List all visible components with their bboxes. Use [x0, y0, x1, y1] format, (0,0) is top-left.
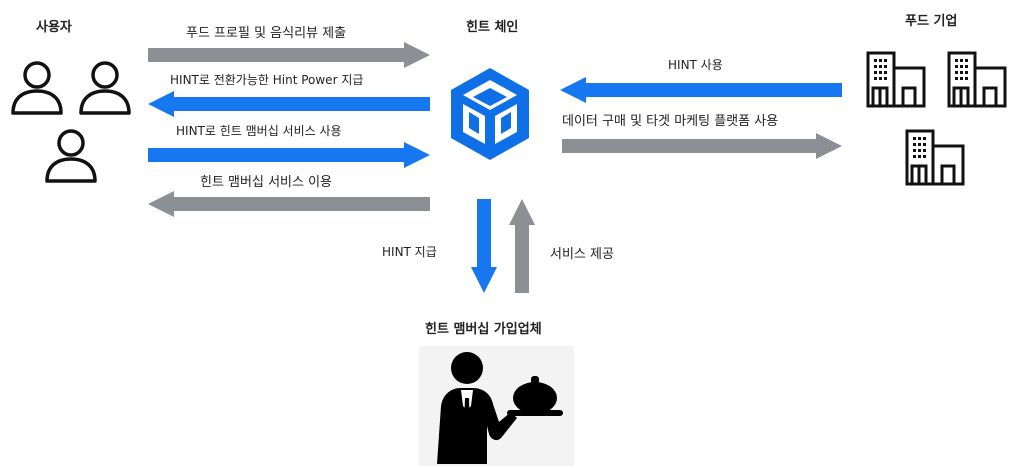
arrow-company-to-chain: [560, 77, 842, 103]
arrow-chain-to-user-service: [148, 191, 430, 217]
blockchain-cube-icon: [451, 68, 529, 160]
label-service-provide: 서비스 제공: [550, 247, 614, 262]
arrow-chain-to-business: [471, 199, 497, 293]
arrow-user-to-chain-profile: [148, 42, 430, 68]
label-hint-use: HINT 사용: [668, 58, 723, 72]
arrow-chain-to-user-power: [148, 91, 430, 117]
label-hint-power: HINT로 전환가능한 Hint Power 지급: [170, 73, 364, 87]
label-membership-service: 힌트 맴버십 서비스 이용: [200, 175, 332, 190]
arrow-user-to-chain-membership: [148, 142, 430, 168]
label-membership-use: HINT로 힌트 맴버십 서비스 사용: [176, 124, 342, 138]
label-hint-pay: HINT 지급: [382, 245, 437, 259]
users-title: 사용자: [36, 20, 72, 35]
building-icon: [905, 129, 965, 186]
building-icon: [947, 51, 1007, 108]
label-data-purchase: 데이터 구매 및 타겟 마케팅 플랫폼 사용: [562, 114, 779, 129]
arrow-chain-to-company: [562, 133, 842, 159]
user-icon: [45, 129, 97, 183]
waiter-serving-icon: [419, 346, 574, 466]
user-icon: [11, 61, 63, 115]
building-icon: [866, 51, 926, 108]
label-profile-submit: 푸드 프로필 및 음식리뷰 제출: [186, 26, 347, 41]
arrow-business-to-chain: [509, 199, 535, 293]
food-company-title: 푸드 기업: [905, 14, 958, 29]
hint-chain-title: 힌트 체인: [466, 20, 519, 35]
member-business-title: 힌트 맴버십 가입업체: [425, 322, 542, 337]
user-icon: [79, 61, 131, 115]
